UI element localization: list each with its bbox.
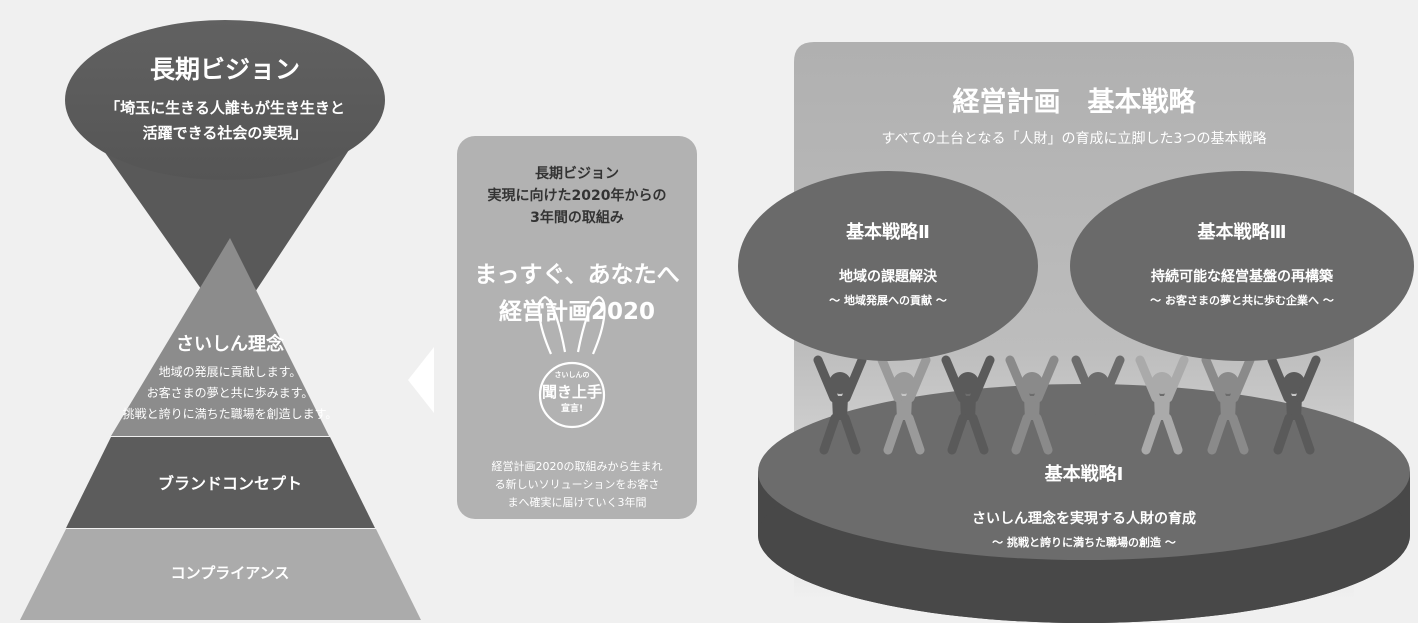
person-icon: [1267, 355, 1321, 455]
plan-slogan-line1: まっすぐ、あなたへ: [474, 262, 680, 288]
pyramid-compliance-tier: [20, 529, 421, 620]
strategy-subtitle: すべての土台となる「人財」の育成に立脚した3つの基本戦略: [881, 131, 1267, 147]
left-arrow-icon: [408, 347, 434, 413]
strategy-title: 経営計画 基本戦略: [952, 87, 1196, 118]
strategy3-main: 持続可能な経営基盤の再構築: [1151, 269, 1333, 285]
pyramid: [20, 238, 421, 620]
plan-desc-line3: まへ確実に届けていく3年間: [507, 496, 647, 509]
vision-title: 長期ビジョン: [149, 55, 300, 84]
strategy2-ellipse: [738, 171, 1038, 361]
pyramid-brand-tier: [66, 437, 375, 528]
strategy1-title: 基本戦略Ⅰ: [1044, 464, 1124, 485]
rabbit-logo-icon: [538, 295, 606, 429]
strategy1-disc: [758, 384, 1410, 623]
plan-head-line2: 実現に向けた2020年からの: [487, 188, 667, 204]
person-icon: [1071, 355, 1125, 455]
person-icon: [1135, 355, 1189, 455]
strategy3-title: 基本戦略Ⅲ: [1197, 222, 1287, 243]
person-icon: [877, 355, 931, 455]
vision-text-line2: 活躍できる社会の実現」: [142, 124, 308, 142]
logo-sub-text: 宣言!: [560, 404, 584, 414]
philosophy-line2: お客さまの夢と共に歩みます。: [146, 386, 314, 400]
pyramid-philosophy-tier: [111, 238, 329, 436]
vision-text-line1: 「埼玉に生きる人誰もが生き生きと: [105, 99, 345, 117]
plan-desc-line2: る新しいソリューションをお客さ: [494, 478, 660, 491]
person-icon: [813, 355, 867, 455]
person-icon: [941, 355, 995, 455]
plan-head-line3: 3年間の取組み: [530, 210, 624, 226]
strategy2-sub: ～ 地域発展への貢献 ～: [829, 294, 947, 307]
person-icon: [1201, 355, 1255, 455]
philosophy-line3: 挑戦と誇りに満ちた職場を創造します。: [122, 407, 338, 421]
plan-desc-line1: 経営計画2020の取組みから生まれ: [491, 460, 663, 473]
strategy2-main: 地域の課題解決: [839, 269, 937, 285]
strategy3-sub: ～ お客さまの夢と共に歩む企業へ ～: [1150, 294, 1334, 307]
strategy1-main: さいしん理念を実現する人財の育成: [972, 511, 1196, 527]
vision-funnel: [65, 20, 385, 330]
brand-concept-label: ブランドコンセプト: [157, 474, 302, 493]
philosophy-line1: 地域の発展に貢献します。: [158, 365, 302, 379]
plan-slogan-line2: 経営計画2020: [498, 299, 655, 325]
logo-small-text: さいしんの: [554, 371, 590, 379]
strategy3-ellipse: [1070, 171, 1414, 361]
compliance-label: コンプライアンス: [170, 564, 290, 582]
people-row: [813, 355, 1321, 455]
strategy2-title: 基本戦略Ⅱ: [846, 222, 930, 243]
logo-main-text: 聞き上手: [541, 383, 602, 401]
plan-head-line1: 長期ビジョン: [535, 166, 619, 182]
philosophy-title: さいしん理念: [176, 334, 284, 355]
strategy1-sub: ～ 挑戦と誇りに満ちた職場の創造 ～: [992, 536, 1176, 549]
plan-card: [457, 136, 697, 519]
person-icon: [1005, 355, 1059, 455]
